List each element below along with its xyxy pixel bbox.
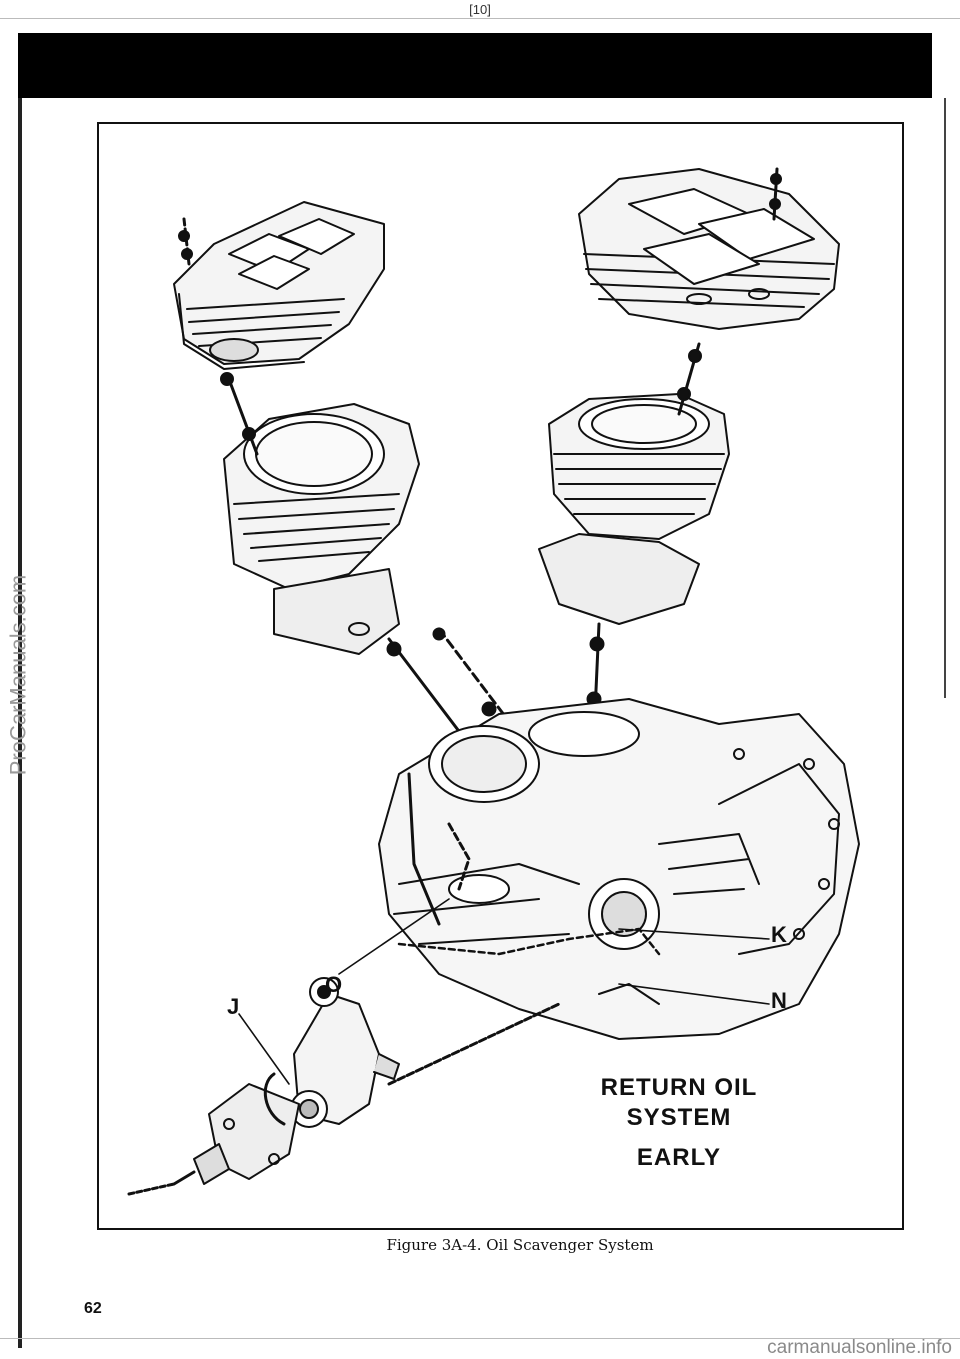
right-cylinder-head <box>578 167 840 330</box>
engine-illustration <box>127 167 860 1196</box>
left-cylinder-head <box>173 201 385 370</box>
callout-k: K <box>771 922 787 947</box>
figure-caption: Figure 3A-4. Oil Scavenger System <box>386 1236 654 1254</box>
footer-rule <box>0 1338 960 1339</box>
oil-pump <box>127 977 561 1196</box>
page-number: 62 <box>84 1300 102 1317</box>
system-label-line3: EARLY <box>636 1144 722 1171</box>
left-cylinder <box>220 372 420 655</box>
left-binding-rail <box>18 98 22 1348</box>
footer-watermark: carmanualsonline.info <box>767 1337 952 1358</box>
system-label-line1: RETURN OIL <box>600 1074 758 1101</box>
page-header-tag: [10] <box>469 2 491 17</box>
callout-n: N <box>771 988 787 1013</box>
right-margin-rail <box>944 98 946 698</box>
right-cylinder <box>538 342 730 625</box>
callout-j: J <box>227 994 240 1019</box>
side-watermark: ProCarManuals.com <box>2 500 34 850</box>
header-rule <box>0 18 960 19</box>
side-watermark-text: ProCarManuals.com <box>5 574 31 776</box>
callout-o: O <box>325 972 343 997</box>
callout-leaders <box>238 898 770 1085</box>
crankcase <box>378 698 860 1040</box>
system-label-line2: SYSTEM <box>626 1104 732 1131</box>
black-header-band <box>18 33 932 98</box>
figure-frame: K N O J RETURN OIL SYSTEM EARLY <box>97 122 904 1230</box>
